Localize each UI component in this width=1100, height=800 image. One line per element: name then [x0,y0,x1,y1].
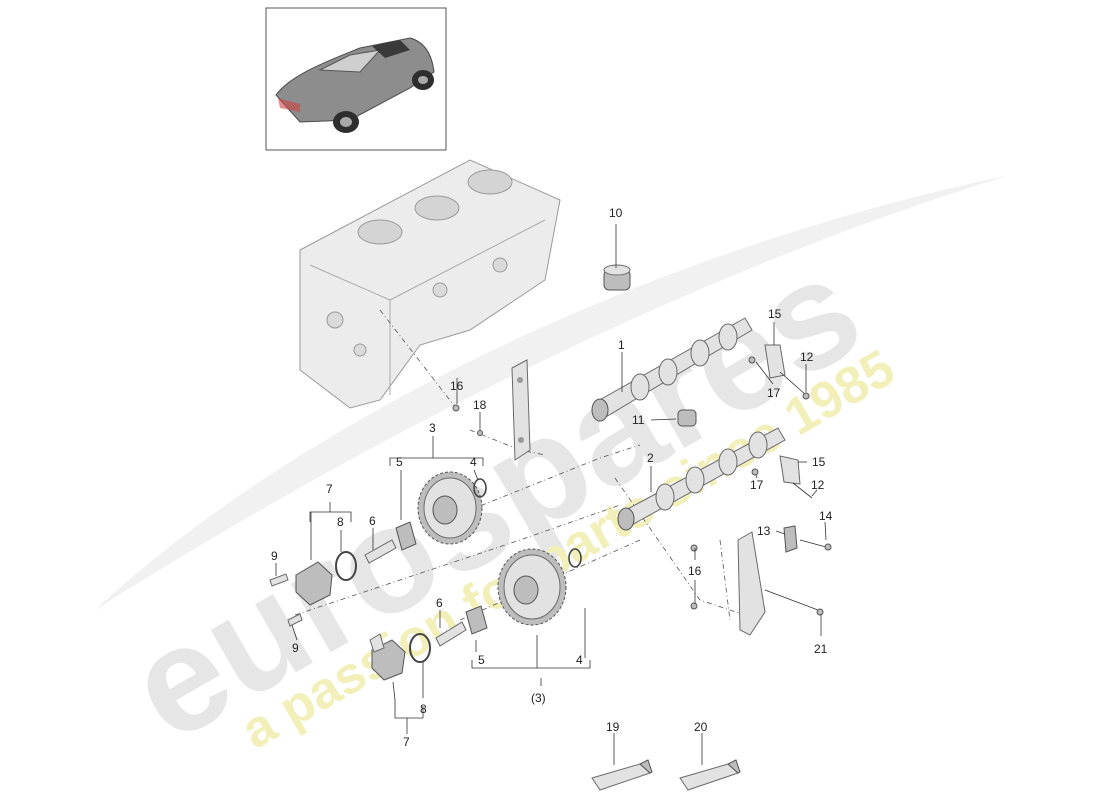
callout-4-lower: 4 [576,653,583,667]
callout-11: 11 [632,413,645,427]
callout-12-upper: 12 [800,350,814,364]
part-4-oring-upper [473,478,487,498]
part-20-sealant-tube [679,759,741,791]
callout-12-lower: 12 [811,478,825,492]
part-21-chain-guide [737,531,824,636]
callout-7-lower: 7 [403,735,410,749]
callout-3-paren: (3) [531,691,546,705]
vehicle-thumbnail [265,7,447,151]
callout-15-lower: 15 [812,455,826,469]
callout-15-upper: 15 [768,307,782,321]
callout-20: 20 [694,720,708,734]
callout-3: 3 [429,421,436,435]
part-4-oring-lower [568,548,582,568]
callout-14: 14 [819,509,833,523]
callout-labels: 10 1 11 2 15 12 17 16 18 3 5 4 15 17 12 … [271,206,833,749]
part-15-upper-bracket [748,344,810,400]
callout-6-lower: 6 [436,596,443,610]
part-6-bolt-upper [364,539,397,564]
part-5-washer-lower [465,605,488,635]
callout-7-upper: 7 [326,482,333,496]
leader-lines [275,224,827,765]
part-9-bolt-upper-b [287,613,303,627]
callout-5-upper: 5 [396,455,403,469]
cylinder-head [299,159,561,409]
callout-13: 13 [757,524,771,538]
callout-17-lower: 17 [750,478,764,492]
part-11-tappet [677,409,697,427]
part-5-washer-upper [395,521,417,551]
part-10-bucket-tappet [603,264,631,291]
callout-1: 1 [618,338,625,352]
callout-8-upper: 8 [337,515,344,529]
part-16-dowel-lower [690,602,698,610]
part-15-lower-bracket [751,455,813,499]
part-2-camshaft [617,427,786,531]
part-18-pin [477,430,483,436]
callout-18: 18 [473,398,487,412]
part-13-sensor [783,525,832,553]
callout-9-lower: 9 [292,641,299,655]
callout-21: 21 [814,642,828,656]
part-19-sealant-tube [591,759,653,791]
part-9-bolt-upper-a [269,573,289,587]
part-1-camshaft [591,317,753,422]
callout-2: 2 [647,451,654,465]
part-16-dowel-mid [690,544,698,552]
callout-16-lower: 16 [688,564,702,578]
callout-6-upper: 6 [369,514,376,528]
callout-16-upper: 16 [450,379,464,393]
lower-cam-adjuster [435,548,582,647]
part-8-seal-lower [409,633,431,663]
callout-9-upper: 9 [271,549,278,563]
callout-8-lower: 8 [420,702,427,716]
sports-car-icon [275,37,435,133]
callout-5-lower: 5 [478,653,485,667]
upper-cam-adjuster [364,471,487,564]
part-16-dowel-upper [452,404,460,412]
callout-17-upper: 17 [767,386,781,400]
watermark: eurospares a passion for parts since 198… [95,175,1010,773]
callout-4-upper: 4 [470,455,477,469]
part-18-guide-rail [511,359,531,461]
part-7-solenoid-lower [369,633,431,681]
part-6-bolt-lower [435,621,467,647]
callout-10: 10 [609,206,623,220]
part-8-seal-upper [335,551,357,581]
part-7-solenoid-upper [269,551,357,627]
callout-19: 19 [606,720,620,734]
